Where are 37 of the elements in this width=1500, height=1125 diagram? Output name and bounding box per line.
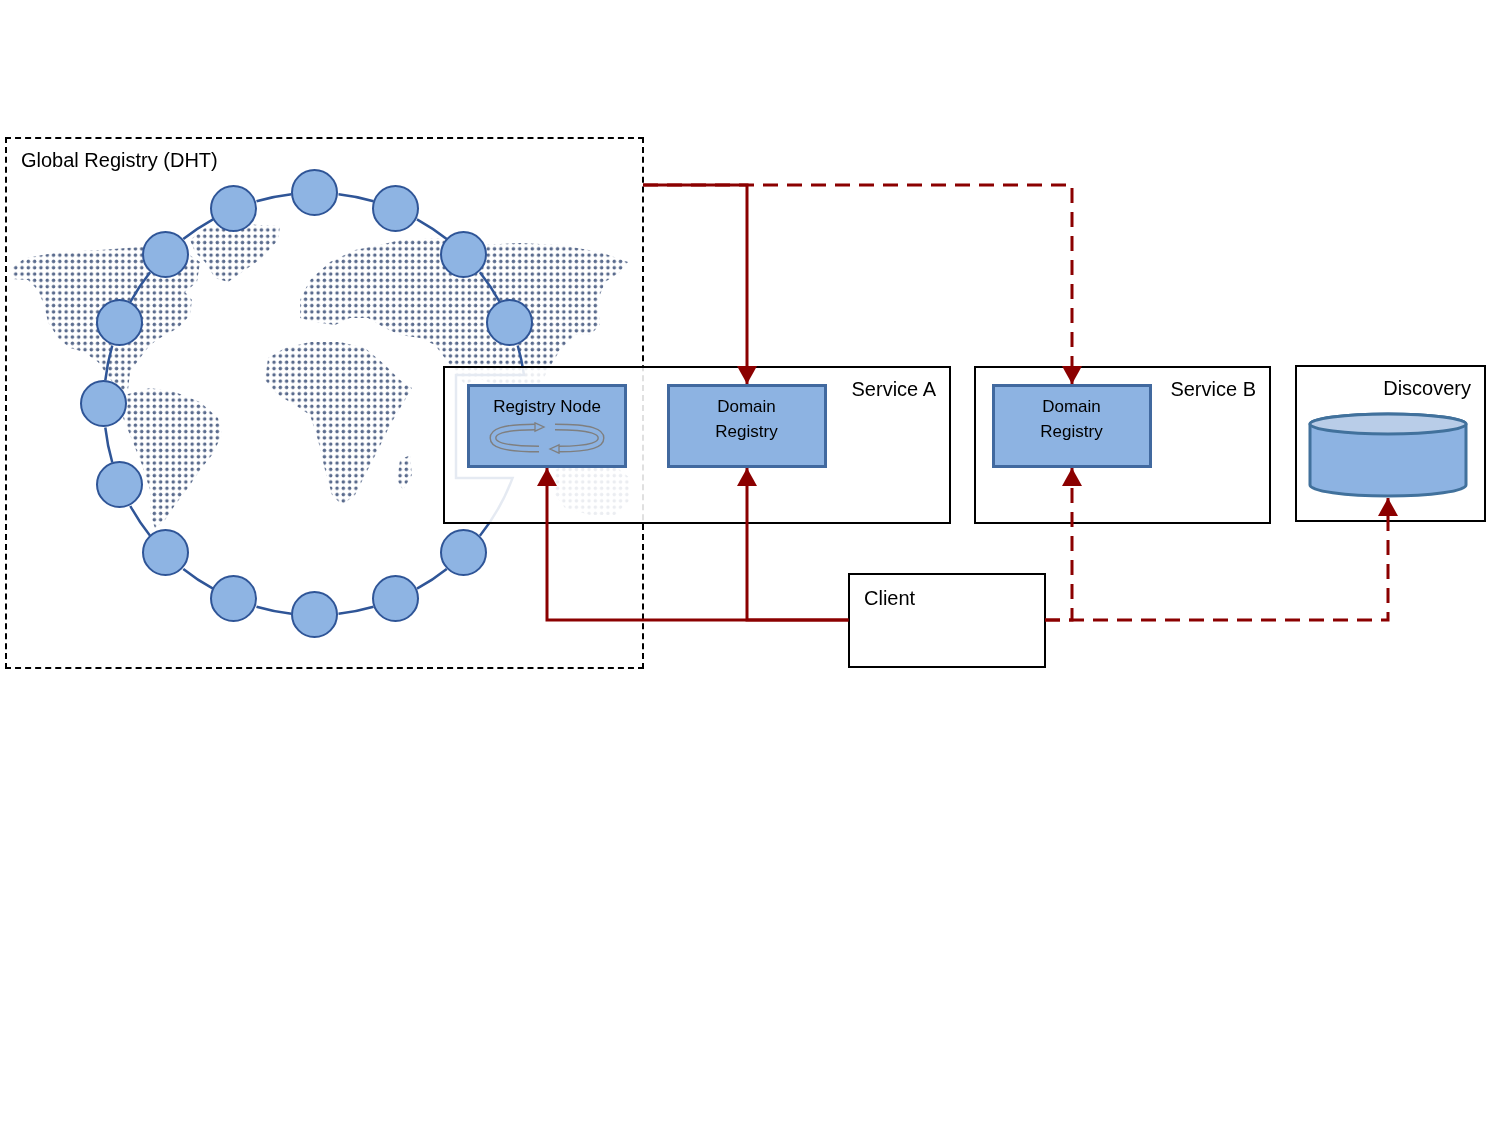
node-label: Domain Registry [714,395,779,443]
outlined-box [848,573,1046,668]
node-label: Client [864,586,916,610]
ring-node-circle [96,460,144,508]
ring-node-circle [440,529,488,577]
dashed-arrow [643,183,1081,384]
ring-node-circle [291,169,338,216]
node-label: Domain Registry [1039,395,1104,443]
dashed-arrow [1045,498,1397,622]
group-title: Service A [851,377,936,401]
ring-link-line [182,567,214,590]
ring-node-circle [80,380,127,427]
ring-link-line [129,271,152,303]
container-box [1295,365,1486,522]
ring-link-line [416,218,448,241]
process-box [991,383,1152,468]
group-title: Service B [1170,377,1256,401]
container-box [974,366,1271,524]
ring-link-line [478,271,501,303]
ring-link-line [129,505,152,537]
ring-link-line [338,605,374,615]
ring-link-line [338,193,374,203]
group-title: Discovery [1383,376,1471,400]
ring-link-line [182,218,214,241]
group-title: Global Registry (DHT) [21,148,218,172]
ring-link-line [104,427,114,463]
ring-node-circle [291,591,338,638]
ring-link-line [256,605,292,615]
ring-link-line [104,345,114,381]
node-label: Registry Node [493,396,601,418]
ring-link-line [256,193,292,203]
ring-node-circle [141,529,189,577]
ring-link-line [416,567,448,590]
ring-node-circle [210,185,258,233]
process-box [467,384,627,468]
process-box [666,383,827,468]
arrow [738,468,849,622]
